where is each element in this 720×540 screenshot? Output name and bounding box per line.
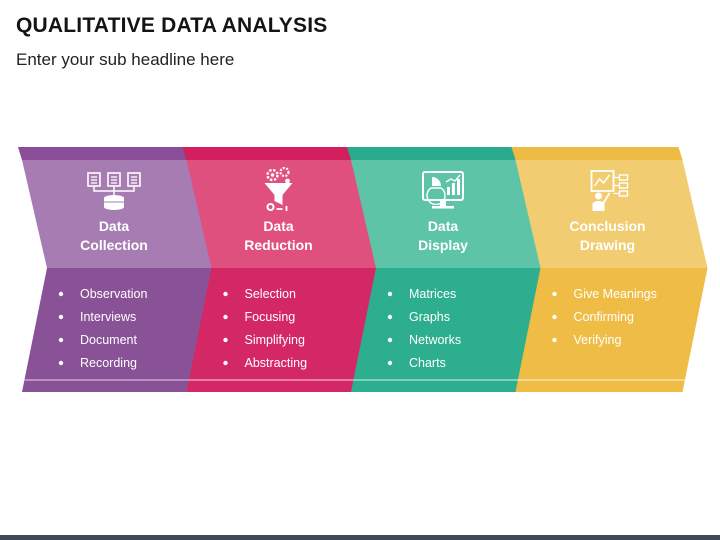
list-item: Simplifying: [245, 333, 305, 347]
bullet-dot: [552, 291, 557, 297]
list-item: Give Meanings: [574, 287, 657, 301]
step-title: Data: [99, 218, 130, 234]
bullet-dot: [58, 291, 64, 297]
list-item: Matrices: [409, 287, 456, 301]
list-item: Graphs: [409, 310, 450, 324]
step-list-panel: [186, 268, 379, 392]
list-item: Recording: [80, 356, 137, 370]
step-header-panel: [186, 160, 379, 268]
step-title: Data: [263, 218, 294, 234]
step-title: Data: [428, 218, 459, 234]
bullet-dot: [552, 314, 557, 320]
list-item: Confirming: [574, 310, 634, 324]
bullet-dot: [223, 360, 228, 366]
page-title: QUALITATIVE DATA ANALYSIS: [16, 14, 328, 37]
database-icon: [87, 172, 141, 210]
list-item: Networks: [409, 333, 461, 347]
bullet-dot: [223, 337, 228, 343]
step-list-panel: [22, 268, 214, 392]
step-title: Conclusion: [569, 218, 645, 234]
bullet-dot: [58, 314, 64, 320]
bullet-dot: [58, 360, 64, 366]
list-item: Charts: [409, 356, 446, 370]
list-item: Focusing: [245, 310, 296, 324]
bullet-dot: [58, 337, 64, 343]
step-header-panel: [351, 160, 543, 268]
list-item: Document: [80, 333, 137, 347]
step-card: DataCollectionObservationInterviewsDocum…: [18, 147, 214, 392]
monitor-chart-icon: [422, 171, 464, 209]
step-list-panel: [515, 268, 708, 392]
step-title: Drawing: [580, 237, 635, 253]
step-title: Reduction: [244, 237, 312, 253]
step-top-strip: [511, 147, 683, 160]
page-subtitle: Enter your sub headline here: [16, 50, 235, 69]
presenter-board-icon: [590, 170, 629, 211]
step-header-panel: [22, 160, 214, 268]
list-item: Verifying: [574, 333, 622, 347]
step-top-strip: [182, 147, 354, 160]
list-item: Observation: [80, 287, 147, 301]
funnel-gear-icon: [264, 166, 293, 211]
list-item: Interviews: [80, 310, 136, 324]
bullet-dot: [387, 314, 393, 320]
bullet-dot: [387, 337, 393, 343]
bullet-dot: [387, 360, 393, 366]
footer-bar: [0, 535, 720, 540]
step-top-strip: [347, 147, 518, 160]
list-item: Selection: [245, 287, 296, 301]
step-header-panel: [515, 160, 708, 268]
bullet-dot: [552, 337, 557, 343]
bullet-dot: [387, 291, 393, 297]
bullet-dot: [223, 291, 228, 297]
step-top-strip: [18, 147, 189, 160]
step-list-panel: [351, 268, 543, 392]
bullet-dot: [223, 314, 228, 320]
list-item: Abstracting: [245, 356, 308, 370]
step-card: DataReductionSelectionFocusingSimplifyin…: [182, 147, 379, 392]
step-title: Display: [418, 237, 468, 253]
step-title: Collection: [80, 237, 148, 253]
